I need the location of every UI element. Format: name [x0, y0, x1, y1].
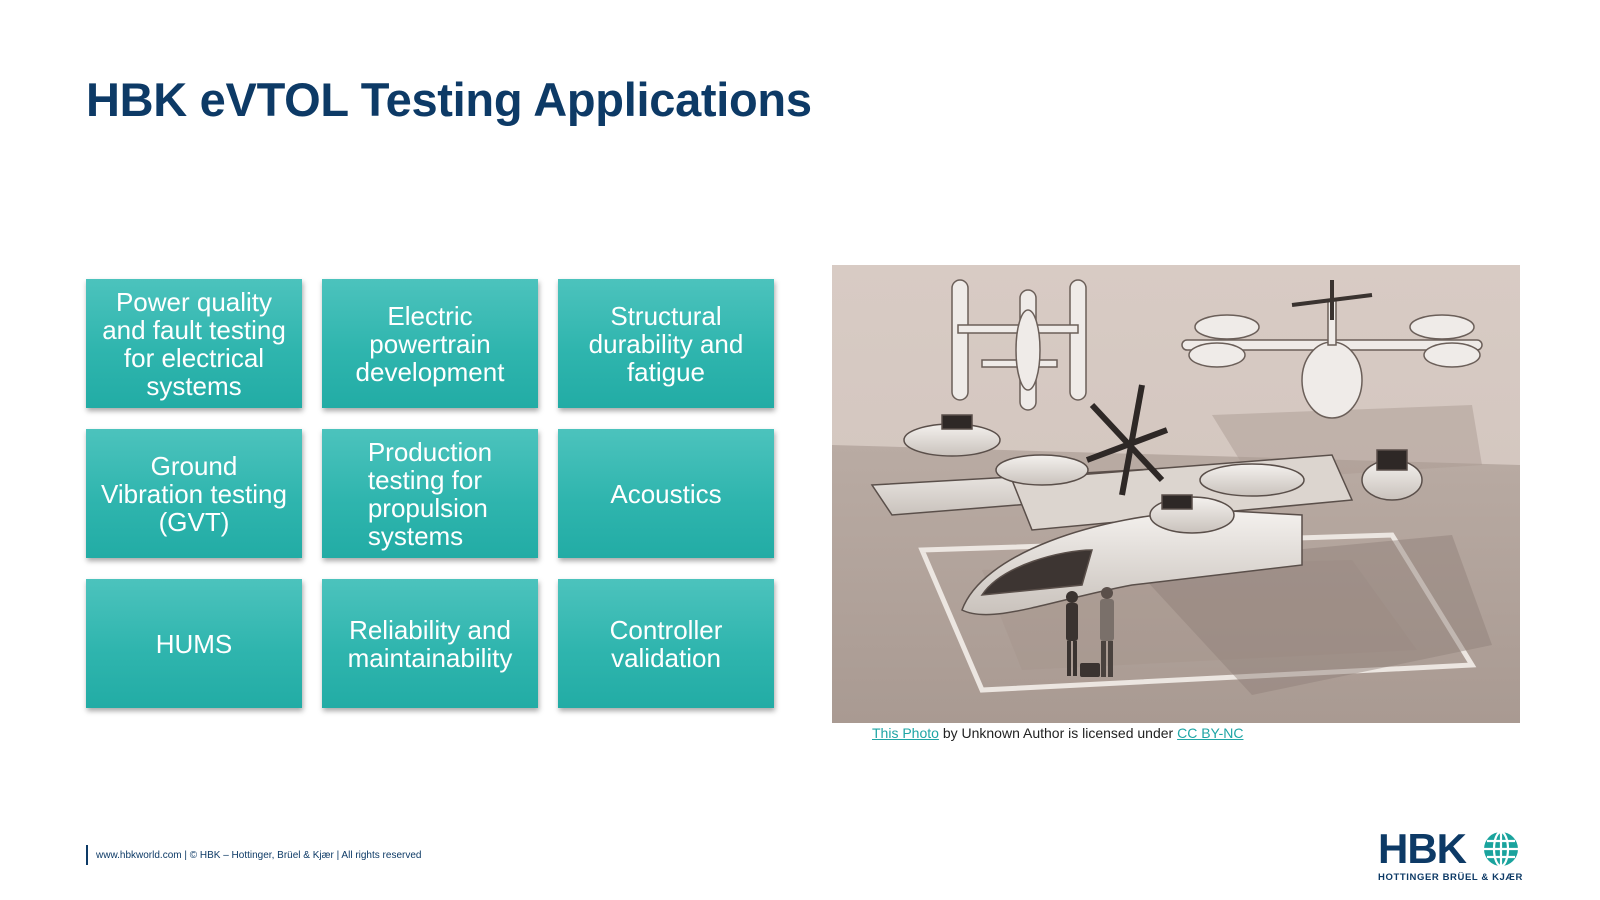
logo-wordmark: HBK — [1378, 825, 1467, 872]
slide-title: HBK eVTOL Testing Applications — [86, 73, 812, 126]
tile-power-quality: Power quality and fault testing for elec… — [86, 279, 302, 408]
footer-divider — [86, 845, 88, 865]
tile-hums: HUMS — [86, 579, 302, 708]
tile-label: Production testing for propulsion system… — [367, 436, 493, 551]
evtol-photo — [832, 265, 1520, 723]
caption-text: by Unknown Author is licensed under — [938, 725, 1178, 741]
tile-label: HUMS — [155, 628, 233, 659]
people-figures — [1066, 587, 1114, 677]
tile-electric-powertrain: Electric powertrain development — [322, 279, 538, 408]
aircraft-front-view — [1181, 280, 1483, 419]
tile-label: Structural durability and fatigue — [588, 300, 744, 387]
tile-label: Acoustics — [610, 478, 722, 509]
tile-label: Ground Vibration testing (GVT) — [101, 450, 287, 537]
logo-subtitle: HOTTINGER BRÜEL & KJÆR — [1378, 872, 1523, 883]
applications-grid: Power quality and fault testing for elec… — [86, 279, 774, 708]
tile-label: Power quality and fault testing for elec… — [102, 286, 286, 401]
aircraft-main — [870, 384, 1423, 616]
footer-text: www.hbkworld.com | © HBK – Hottinger, Br… — [96, 849, 422, 861]
globe-icon — [1484, 830, 1518, 868]
tile-structural-durability: Structural durability and fatigue — [558, 279, 774, 408]
tile-controller-validation: Controller validation — [558, 579, 774, 708]
tile-label: Reliability and maintainability — [347, 614, 513, 673]
tile-label: Electric powertrain development — [355, 300, 505, 387]
license-link[interactable]: CC BY-NC — [1177, 725, 1244, 741]
photo-caption: This Photo by Unknown Author is licensed… — [872, 725, 1243, 741]
footer: www.hbkworld.com | © HBK – Hottinger, Br… — [86, 845, 421, 865]
evtol-illustration — [832, 265, 1520, 723]
tile-reliability: Reliability and maintainability — [322, 579, 538, 708]
tile-label: Controller validation — [609, 614, 723, 673]
tile-production-testing: Production testing for propulsion system… — [322, 429, 538, 558]
hbk-logo: HBK HOTTINGER BRÜEL & KJÆR — [1378, 828, 1523, 884]
tile-acoustics: Acoustics — [558, 429, 774, 558]
tile-ground-vibration: Ground Vibration testing (GVT) — [86, 429, 302, 558]
aircraft-top-view — [951, 279, 1087, 411]
photo-source-link[interactable]: This Photo — [872, 725, 939, 741]
